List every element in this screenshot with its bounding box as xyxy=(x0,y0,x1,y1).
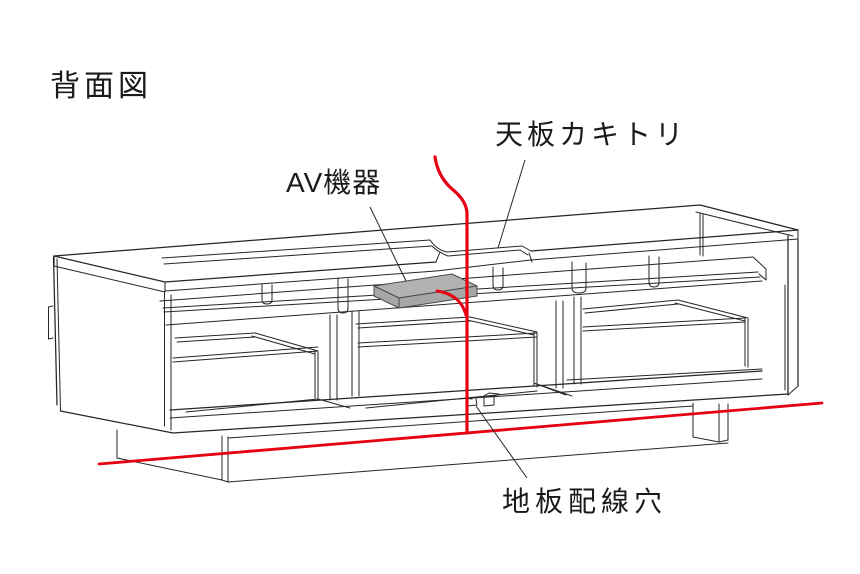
bottom-panel xyxy=(169,370,789,434)
page-title: 背面図 xyxy=(50,70,152,103)
top-panel xyxy=(53,204,799,293)
leader-top-panel-cutout xyxy=(497,159,526,249)
tray-middle xyxy=(355,316,573,409)
divider-right xyxy=(555,296,582,389)
divider-left xyxy=(329,310,360,401)
label-bottom-panel-wiring-hole: 地板配線穴 xyxy=(502,486,668,517)
left-side-panel xyxy=(48,256,174,434)
av-device-box xyxy=(373,273,478,309)
tray-right xyxy=(566,299,763,381)
leader-lines xyxy=(369,159,528,479)
leader-av-device xyxy=(369,206,407,282)
cable-device-branch xyxy=(435,289,468,317)
label-av-device: AV機器 xyxy=(286,167,382,198)
right-side-panel xyxy=(784,235,799,396)
red-cable xyxy=(97,155,824,466)
cable-floor-run xyxy=(97,401,824,466)
label-top-panel-cutout: 天板カキトリ xyxy=(495,119,688,150)
cable-vertical-run xyxy=(433,155,469,435)
leader-wiring-hole xyxy=(475,405,528,479)
front-right-edge xyxy=(699,212,704,257)
top-panel-cutout-notch xyxy=(429,239,533,263)
base-plinth xyxy=(116,402,729,483)
